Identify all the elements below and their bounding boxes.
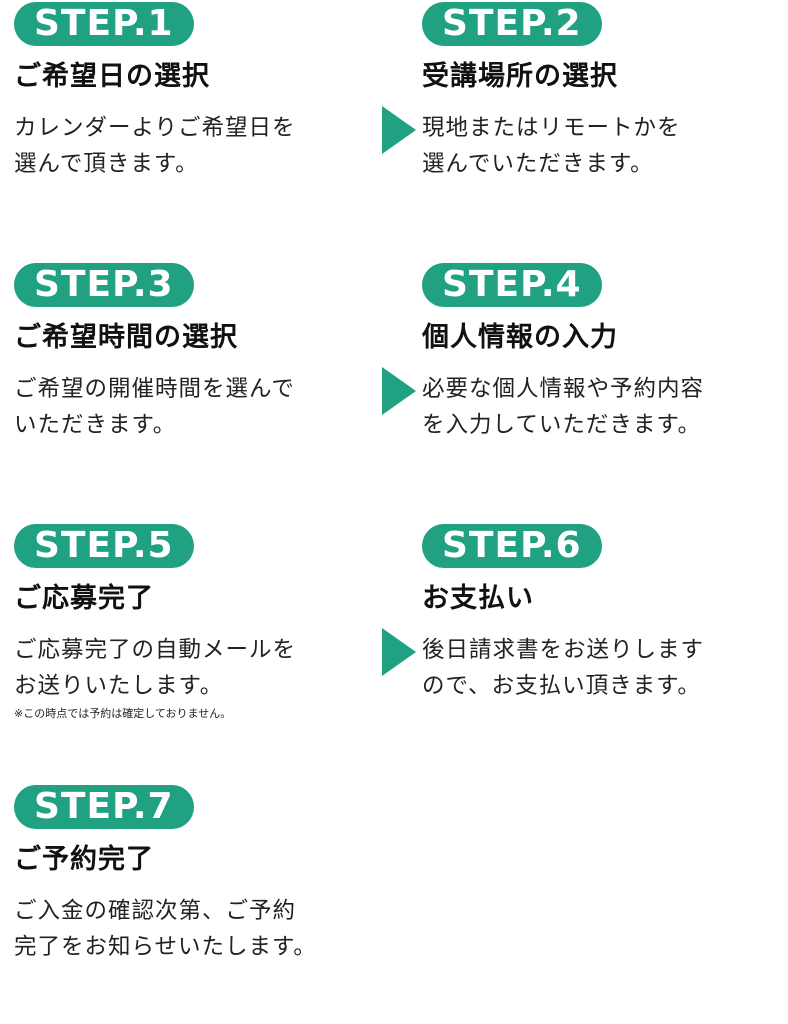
step-5-description: ご応募完了の自動メールを お送りいたします。 [14, 637, 297, 699]
step-7-title: ご予約完了 [14, 844, 154, 875]
step-6: STEP.6 お支払い 後日請求書をお送りします ので、お支払い頂きます。 [422, 524, 782, 704]
step-2-description: 現地またはリモートかを 選んでいただきます。 [422, 115, 681, 177]
step-5-title: ご応募完了 [14, 583, 154, 614]
step-7-badge: STEP.7 [14, 785, 194, 829]
step-3-description: ご希望の開催時間を選んで いただきます。 [14, 376, 295, 438]
step-4-title: 個人情報の入力 [422, 322, 618, 353]
step-1-description: カレンダーよりご希望日を 選んで頂きます。 [14, 115, 296, 177]
step-6-description: 後日請求書をお送りします ので、お支払い頂きます。 [422, 637, 705, 699]
step-2: STEP.2 受講場所の選択 現地またはリモートかを 選んでいただきます。 [422, 2, 782, 182]
step-5: STEP.5 ご応募完了 ご応募完了の自動メールを お送りいたします。 ※この時… [14, 524, 374, 722]
step-3: STEP.3 ご希望時間の選択 ご希望の開催時間を選んで いただきます。 [14, 263, 374, 443]
step-3-title: ご希望時間の選択 [14, 322, 238, 353]
arrow-right-icon [382, 367, 416, 415]
step-3-badge: STEP.3 [14, 263, 194, 307]
arrow-right-icon [382, 628, 416, 676]
step-6-title: お支払い [422, 583, 534, 614]
step-1: STEP.1 ご希望日の選択 カレンダーよりご希望日を 選んで頂きます。 [14, 2, 374, 182]
step-4-description: 必要な個人情報や予約内容 を入力していただきます。 [422, 376, 705, 438]
step-4-badge: STEP.4 [422, 263, 602, 307]
step-1-title: ご希望日の選択 [14, 61, 210, 92]
step-2-badge: STEP.2 [422, 2, 602, 46]
step-4: STEP.4 個人情報の入力 必要な個人情報や予約内容 を入力していただきます。 [422, 263, 782, 443]
step-7: STEP.7 ご予約完了 ご入金の確認次第、ご予約 完了をお知らせいたします。 [14, 785, 374, 965]
step-7-description: ご入金の確認次第、ご予約 完了をお知らせいたします。 [14, 898, 317, 960]
step-6-badge: STEP.6 [422, 524, 602, 568]
arrow-right-icon [382, 106, 416, 154]
step-2-title: 受講場所の選択 [422, 61, 618, 92]
step-5-badge: STEP.5 [14, 524, 194, 568]
step-1-badge: STEP.1 [14, 2, 194, 46]
step-5-note: ※この時点では予約は確定しておりません。 [14, 707, 232, 720]
